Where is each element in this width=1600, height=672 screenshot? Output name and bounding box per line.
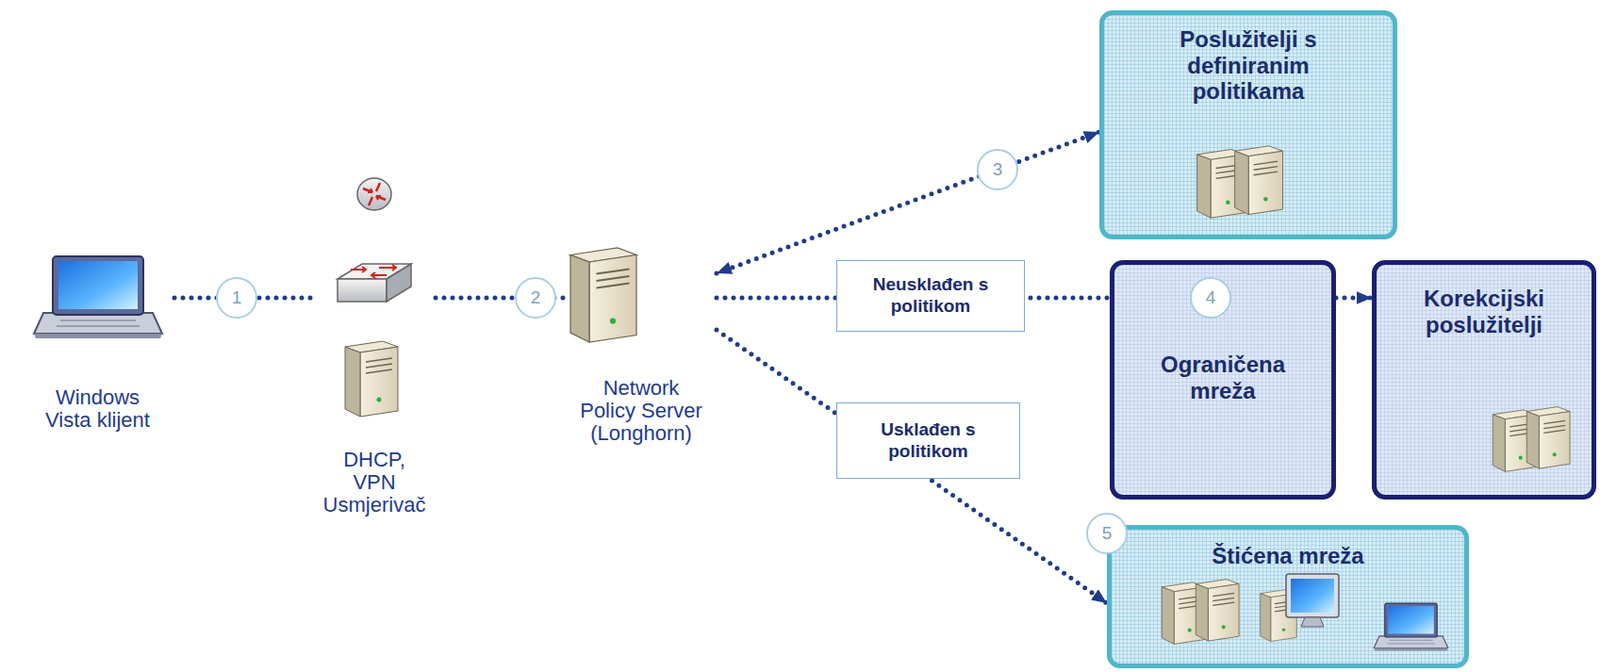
laptop-icon [32,254,165,340]
node-label: Ograničena mreža [1138,351,1308,404]
dotted-connector [716,329,1107,604]
node-label: DHCP, VPN Usmjerivač [320,448,429,516]
callout-number: 1 [215,277,258,319]
node-label: Windows Vista klijent [32,386,165,432]
edge-label: Neusklađen s politikom [855,274,1007,318]
dotted-connector [1336,296,1372,301]
srv2-icon [1158,574,1244,650]
edge-label-box: Usklađen s politikom [836,402,1021,479]
tower-icon [341,337,402,421]
node-label: Poslužitelji s definiranim politikama [1139,26,1357,105]
edge-label: Usklađen s politikom [867,419,990,463]
dotted-connector [716,131,1100,274]
router-icon [355,175,394,214]
client-laptop: Windows Vista klijent [20,254,175,453]
callout-number: 3 [976,148,1019,191]
router-node: DHCP, VPN Usmjerivač [313,175,436,524]
laptop-icon [1370,602,1452,652]
node-label: Network Policy Server (Longhorn) [573,377,710,445]
tower-icon [565,242,642,348]
remediation-servers-box: Korekcijski poslužitelji [1371,260,1597,500]
protected-network-box: Štićena mreža [1106,525,1469,669]
node-label: Korekcijski poslužitelji [1385,285,1584,338]
srv2-icon [1193,140,1288,224]
srv2-icon [1489,401,1575,478]
edge-label-box: Neusklađen s politikom [836,260,1025,332]
policy-servers-box: Poslužitelji s definiranim politikama [1099,10,1398,240]
callout-number: 4 [1189,277,1232,319]
policy-server: Network Policy Server (Longhorn) [565,240,717,453]
pc-icon [1257,572,1343,652]
node-label: Štićena mreža [1119,543,1457,570]
callout-number: 5 [1086,512,1128,555]
callout-number: 2 [514,277,557,319]
switch-icon [333,260,415,323]
